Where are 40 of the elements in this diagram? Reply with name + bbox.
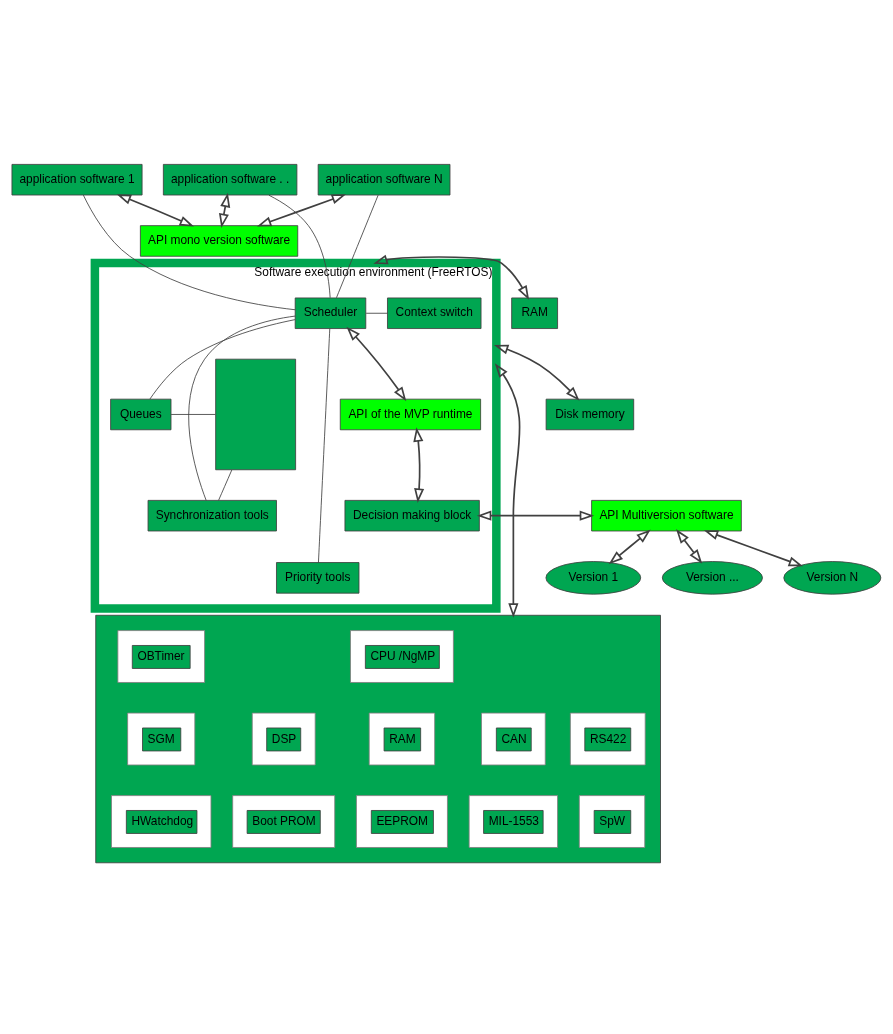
connector — [188, 315, 296, 501]
arrow — [373, 254, 530, 301]
node-box: Disk memory — [545, 398, 635, 431]
node-box: API Multiversion software — [591, 499, 742, 532]
arrow — [476, 510, 595, 521]
arrow — [346, 326, 407, 402]
node-box: Queues — [110, 398, 172, 431]
arrow — [218, 192, 231, 229]
connector — [218, 469, 233, 501]
node-box: Context switch — [387, 297, 482, 329]
connector — [268, 194, 331, 299]
arrow — [116, 194, 195, 227]
arrow — [493, 344, 580, 401]
connector — [336, 194, 379, 299]
arrow — [256, 194, 347, 227]
arrow — [676, 529, 703, 564]
node-box: Synchronization tools — [147, 499, 277, 532]
node-box: Decision making block — [344, 499, 480, 532]
node-box: Scheduler — [294, 297, 367, 329]
node-box: application software . . — [162, 163, 298, 196]
cluster — [95, 614, 661, 864]
connector — [365, 312, 388, 314]
node-box — [215, 358, 297, 471]
node-box: application software 1 — [11, 163, 143, 196]
node-box: API of the MVP runtime — [339, 398, 482, 431]
node-box: Priority tools — [276, 562, 360, 594]
node-box: application software N — [317, 163, 451, 196]
node-ellipse: Version N — [783, 561, 882, 595]
arrow — [494, 363, 521, 618]
node-box: RAM — [511, 297, 558, 329]
connector — [82, 194, 296, 311]
connector — [318, 328, 331, 563]
arrow — [608, 529, 651, 565]
connector — [149, 319, 296, 400]
node-ellipse: Version ... — [661, 561, 763, 595]
node-ellipse: Version 1 — [545, 561, 642, 595]
node-box: API mono version software — [139, 225, 299, 257]
arrow — [413, 427, 425, 503]
connector — [170, 414, 216, 415]
arrow — [703, 530, 804, 567]
